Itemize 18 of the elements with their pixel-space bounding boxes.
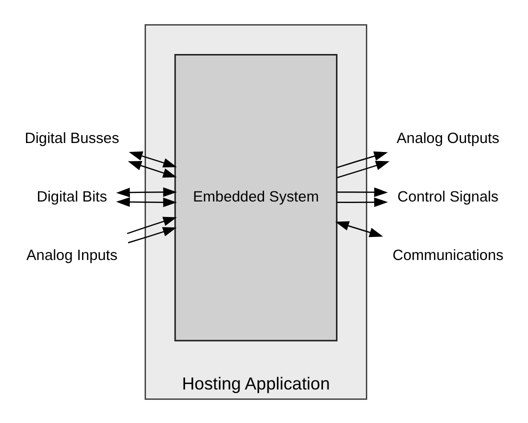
node-text: Analog Outputs <box>396 130 500 147</box>
arrow <box>336 150 388 168</box>
node-text: Communications <box>392 247 504 264</box>
arrow <box>116 186 177 197</box>
node-text: Digital Bits <box>36 189 108 206</box>
arrow <box>128 160 177 178</box>
arrow <box>337 196 388 207</box>
node-text: Digital Busses <box>24 130 120 147</box>
node-text: Analog Inputs <box>26 247 118 264</box>
arrow <box>337 186 388 197</box>
node-text: Control Signals <box>397 189 499 206</box>
arrow <box>335 220 384 237</box>
node-box: Embedded System <box>174 54 338 341</box>
arrow <box>116 196 177 207</box>
arrow <box>128 150 177 167</box>
arrow <box>128 226 177 243</box>
arrow <box>336 160 390 178</box>
arrow <box>126 216 177 234</box>
